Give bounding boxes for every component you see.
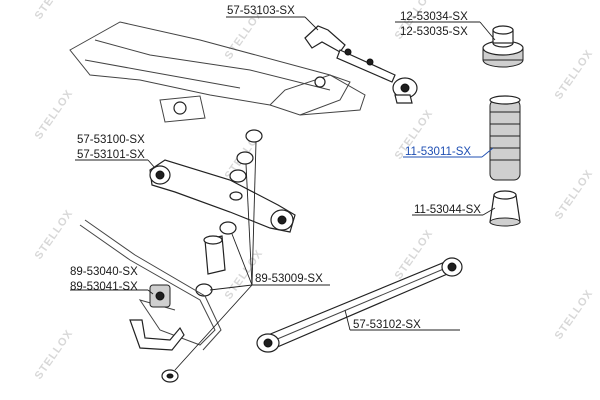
bushings-part [161,129,263,383]
label-top-link[interactable]: 57-53103-SX [227,5,295,17]
label-stab-a[interactable]: 89-53040-SX [70,266,138,278]
label-stab-b[interactable]: 89-53041-SX [70,281,138,293]
label-mount-b[interactable]: 12-53035-SX [400,26,468,38]
watermark-text: STELLOX [553,288,596,342]
watermark-text: STELLOX [33,208,76,262]
stabilizer-part [79,219,222,351]
watermark-text: STELLOX [33,328,76,382]
label-bump-stop[interactable]: 11-53044-SX [414,204,481,216]
control-arm-part [149,159,296,233]
label-boot[interactable]: 11-53011-SX [405,146,471,158]
part-labels: 57-53103-SX 12-53034-SX 12-53035-SX 11-5… [70,5,481,331]
watermark-text: STELLOX [553,48,596,102]
watermark-text: STELLOX [33,0,76,22]
leader-lines [70,16,496,371]
label-mount-a[interactable]: 12-53034-SX [400,11,468,23]
watermark-text: STELLOX [553,168,596,222]
watermark-text: STELLOX [33,88,76,142]
top-mount-part [482,25,524,68]
label-trailing-link[interactable]: 57-53102-SX [353,319,421,331]
label-arm-a[interactable]: 57-53100-SX [77,134,145,146]
label-arm-b[interactable]: 57-53101-SX [77,149,145,161]
trailing-link-part [256,257,463,353]
subframe-drawing [69,21,366,123]
label-bushing[interactable]: 89-53009-SX [255,273,323,285]
top-link-part [304,25,418,104]
bump-stop-part [489,190,521,227]
dust-boot-part [489,95,521,181]
